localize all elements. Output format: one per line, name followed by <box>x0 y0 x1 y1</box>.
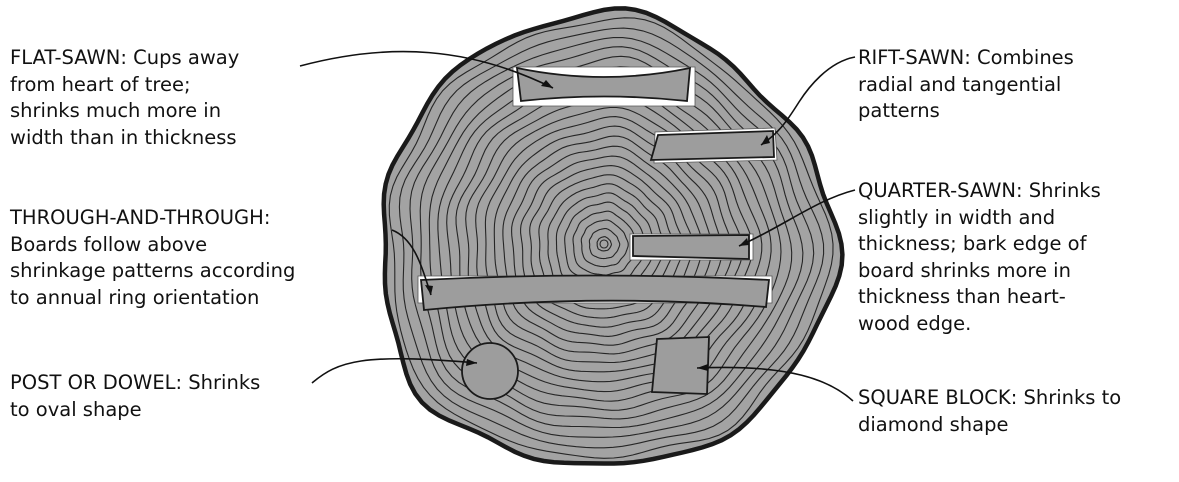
through-and-through-label-line: to annual ring orientation <box>10 285 295 312</box>
square-block-section <box>652 337 709 394</box>
flat-sawn-label-line: width than in thickness <box>10 125 239 152</box>
rift-sawn-board <box>651 128 777 163</box>
quarter-sawn-label-line: wood edge. <box>858 311 1101 338</box>
quarter-sawn-label-line: board shrinks more in <box>858 258 1101 285</box>
quarter-sawn-label: QUARTER-SAWN: Shrinks slightly in width … <box>858 178 1101 337</box>
quarter-sawn-label-line: thickness; bark edge of <box>858 231 1101 258</box>
rift-sawn-label-line: radial and tangential <box>858 72 1074 99</box>
rift-sawn-label: RIFT-SAWN: Combines radial and tangentia… <box>858 45 1074 125</box>
through-and-through-label-line: shrinkage patterns according <box>10 258 295 285</box>
post-or-dowel-label: POST OR DOWEL: Shrinks to oval shape <box>10 370 260 423</box>
post-or-dowel-label-line: POST OR DOWEL: Shrinks <box>10 370 260 397</box>
quarter-sawn-label-line: thickness than heart- <box>858 284 1101 311</box>
through-and-through-label: THROUGH-AND-THROUGH: Boards follow above… <box>10 205 295 311</box>
post-dowel-section <box>462 343 518 399</box>
post-or-dowel-label-line: to oval shape <box>10 397 260 424</box>
flat-sawn-label: FLAT-SAWN: Cups away from heart of tree;… <box>10 45 239 151</box>
rift-sawn-label-line: RIFT-SAWN: Combines <box>858 45 1074 72</box>
square-block-label-line: SQUARE BLOCK: Shrinks to <box>858 385 1121 412</box>
flat-sawn-label-line: from heart of tree; <box>10 72 239 99</box>
quarter-sawn-label-line: QUARTER-SAWN: Shrinks <box>858 178 1101 205</box>
quarter-sawn-label-line: slightly in width and <box>858 205 1101 232</box>
quarter-sawn-board <box>630 234 753 260</box>
through-and-through-label-line: Boards follow above <box>10 232 295 259</box>
through-and-through-label-line: THROUGH-AND-THROUGH: <box>10 205 295 232</box>
rift-sawn-label-line: patterns <box>858 98 1074 125</box>
flat-sawn-label-line: FLAT-SAWN: Cups away <box>10 45 239 72</box>
square-block-label: SQUARE BLOCK: Shrinks to diamond shape <box>858 385 1121 438</box>
flat-sawn-label-line: shrinks much more in <box>10 98 239 125</box>
square-block-label-line: diamond shape <box>858 412 1121 439</box>
flat-sawn-board <box>513 67 695 106</box>
